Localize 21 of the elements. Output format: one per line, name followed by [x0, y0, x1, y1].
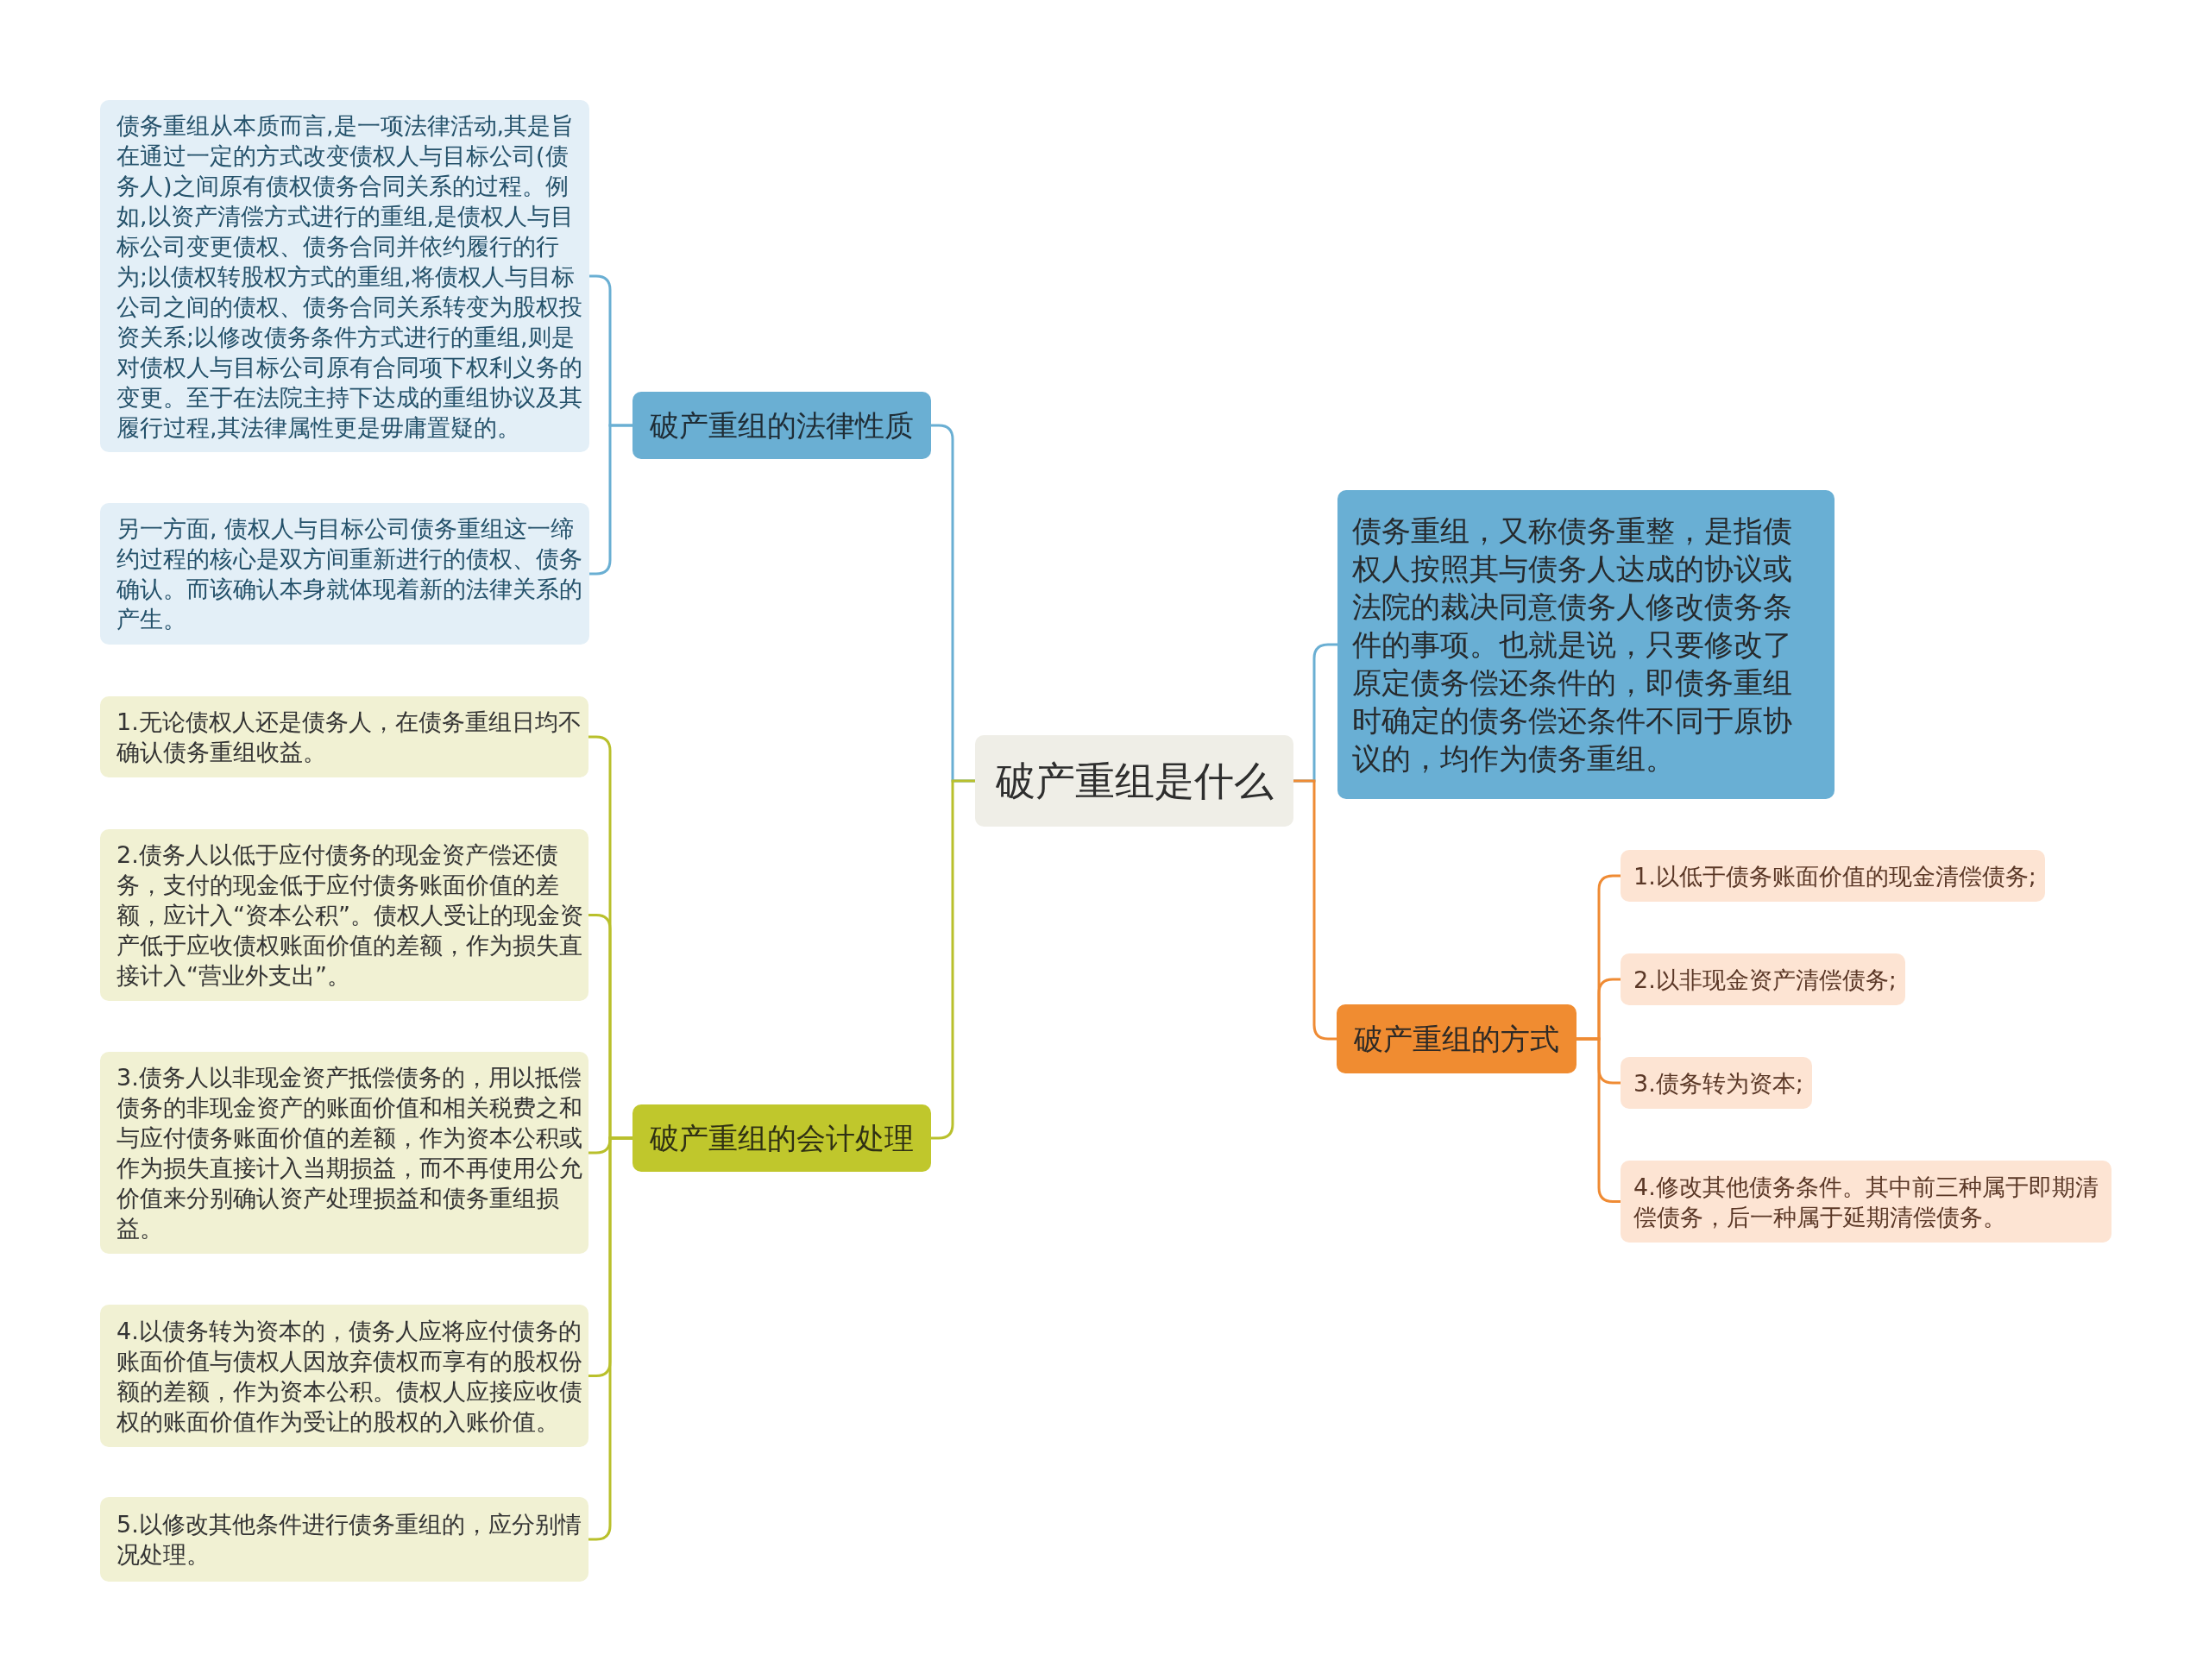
branch-topic-box: 破产重组的会计处理 — [632, 1104, 931, 1172]
note-box: 2.债务人以低于应付债务的现金资产偿还债务，支付的现金低于应付债务账面价值的差额，应计入“资本公积”。债权人受让的现金资产低于应收债权账面价值的差额，作为损失直接计入“营业外支出”。 — [100, 829, 588, 1001]
connector-line — [587, 1136, 634, 1541]
branch-topic-box: 破产重组的方式 — [1337, 1004, 1577, 1073]
note-box: 5.以修改其他条件进行债务重组的，应分别情况处理。 — [100, 1497, 588, 1582]
list-item-box: 4.修改其他债务条件。其中前三种属于即期清偿债务，后一种属于延期清偿债务。 — [1621, 1161, 2111, 1243]
note-box: 1.无论债权人还是债务人，在债务重组日均不确认债务重组收益。 — [100, 696, 588, 777]
connector-line — [588, 424, 634, 576]
branch-topic-box: 破产重组的法律性质 — [632, 392, 931, 459]
connector-line — [1575, 1037, 1622, 1203]
connector-line — [929, 779, 977, 1140]
central-topic-box: 破产重组是什么 — [975, 735, 1293, 827]
definition-box: 债务重组，又称债务重整，是指债权人按照其与债务人达成的协议或法院的裁决同意债务人修改债务条件的事项。也就是说，只要修改了原定债务偿还条件的，即债务重组时确定的债务偿还条件不同于原协议的，均作为债务重组。 — [1337, 490, 1835, 799]
connector-line — [1292, 779, 1338, 1041]
note-box: 3.债务人以非现金资产抵偿债务的，用以抵偿债务的非现金资产的账面价值和相关税费之和与应付债务账面价值的差额，作为资本公积或作为损失直接计入当期损益，而不再使用公允价值来分别确认资产处理损益和债务重组损益。 — [100, 1052, 588, 1254]
note-box: 债务重组从本质而言,是一项法律活动,其是旨在通过一定的方式改变债权人与目标公司(债务人)之间原有债权债务合同关系的过程。例如,以资产清偿方式进行的重组,是债权人与目标公司变更债权、债务合同并依约履行的行为;以债权转股权方式的重组,将债权人与目标公司之间的债权、债务合同关系转变为股权投资关系;以修改债务条件方式进行的重组,则是对债权人与目标公司原有合同项下权利义务的变更。至于在法院主持下达成的重组协议及其履行过程,其法律属性更是毋庸置疑的。 — [100, 100, 589, 452]
list-item-box: 2.以非现金资产清偿债务; — [1621, 953, 1905, 1005]
list-item-box: 3.债务转为资本; — [1621, 1057, 1812, 1109]
list-item-box: 1.以低于债务账面价值的现金清偿债务; — [1621, 850, 2045, 902]
note-box: 4.以债务转为资本的，债务人应将应付债务的账面价值与债权人因放弃债权而享有的股权份额的差额，作为资本公积。债权人应接应收债权的账面价值作为受让的股权的入账价值。 — [100, 1305, 588, 1447]
note-box: 另一方面, 债权人与目标公司债务重组这一缔约过程的核心是双方间重新进行的债权、债务确认。而该确认本身就体现着新的法律关系的产生。 — [100, 503, 589, 645]
